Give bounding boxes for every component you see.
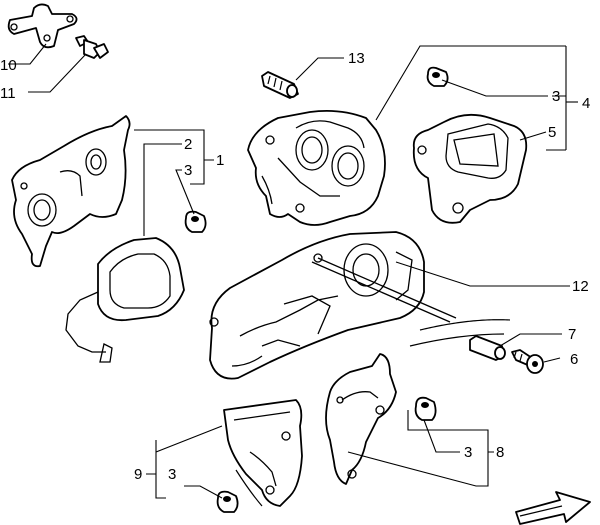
direction-arrow-icon	[515, 491, 591, 525]
callout-3-top: 3	[552, 88, 560, 105]
part-10-bracket	[7, 3, 78, 49]
callout-1: 1	[216, 152, 224, 169]
callout-3-mid: 3	[184, 162, 192, 179]
callout-labels: 10 11 13 3 4 5 2 1 3 12 7 6 3 8 9 3	[0, 50, 590, 483]
upper-timing-cover	[247, 109, 386, 226]
callout-8: 8	[496, 444, 504, 461]
callout-2: 2	[184, 136, 192, 153]
callout-5: 5	[548, 124, 556, 141]
callout-10: 10	[0, 57, 17, 74]
callout-3-lower: 3	[464, 444, 472, 461]
callout-4: 4	[582, 95, 590, 112]
callout-11: 11	[0, 85, 16, 102]
part-3-grommet-bottom	[216, 490, 239, 513]
callout-7: 7	[568, 326, 576, 343]
part-6-screw	[511, 349, 544, 374]
part-13-stud	[261, 71, 299, 99]
callout-12: 12	[572, 278, 589, 295]
part-11-bolt	[75, 35, 109, 59]
part-3-grommet-top	[426, 66, 449, 87]
callout-13: 13	[348, 50, 365, 67]
leader-lines	[8, 43, 578, 499]
part-5-upper-cover	[412, 113, 528, 224]
part-2-left-cover	[11, 115, 131, 268]
part-3-grommet-lower	[414, 396, 437, 421]
callout-9: 9	[134, 466, 142, 483]
callout-3-bottom: 3	[168, 466, 176, 483]
part-8-lower-right-cover	[325, 353, 397, 485]
part-7-spacer	[469, 335, 506, 361]
part-3-grommet-mid	[184, 210, 207, 233]
part-2-gasket	[65, 237, 185, 363]
part-12-lower-timing-cover	[209, 231, 511, 380]
callout-6: 6	[570, 351, 578, 368]
part-9-lower-left-cover	[223, 399, 303, 507]
